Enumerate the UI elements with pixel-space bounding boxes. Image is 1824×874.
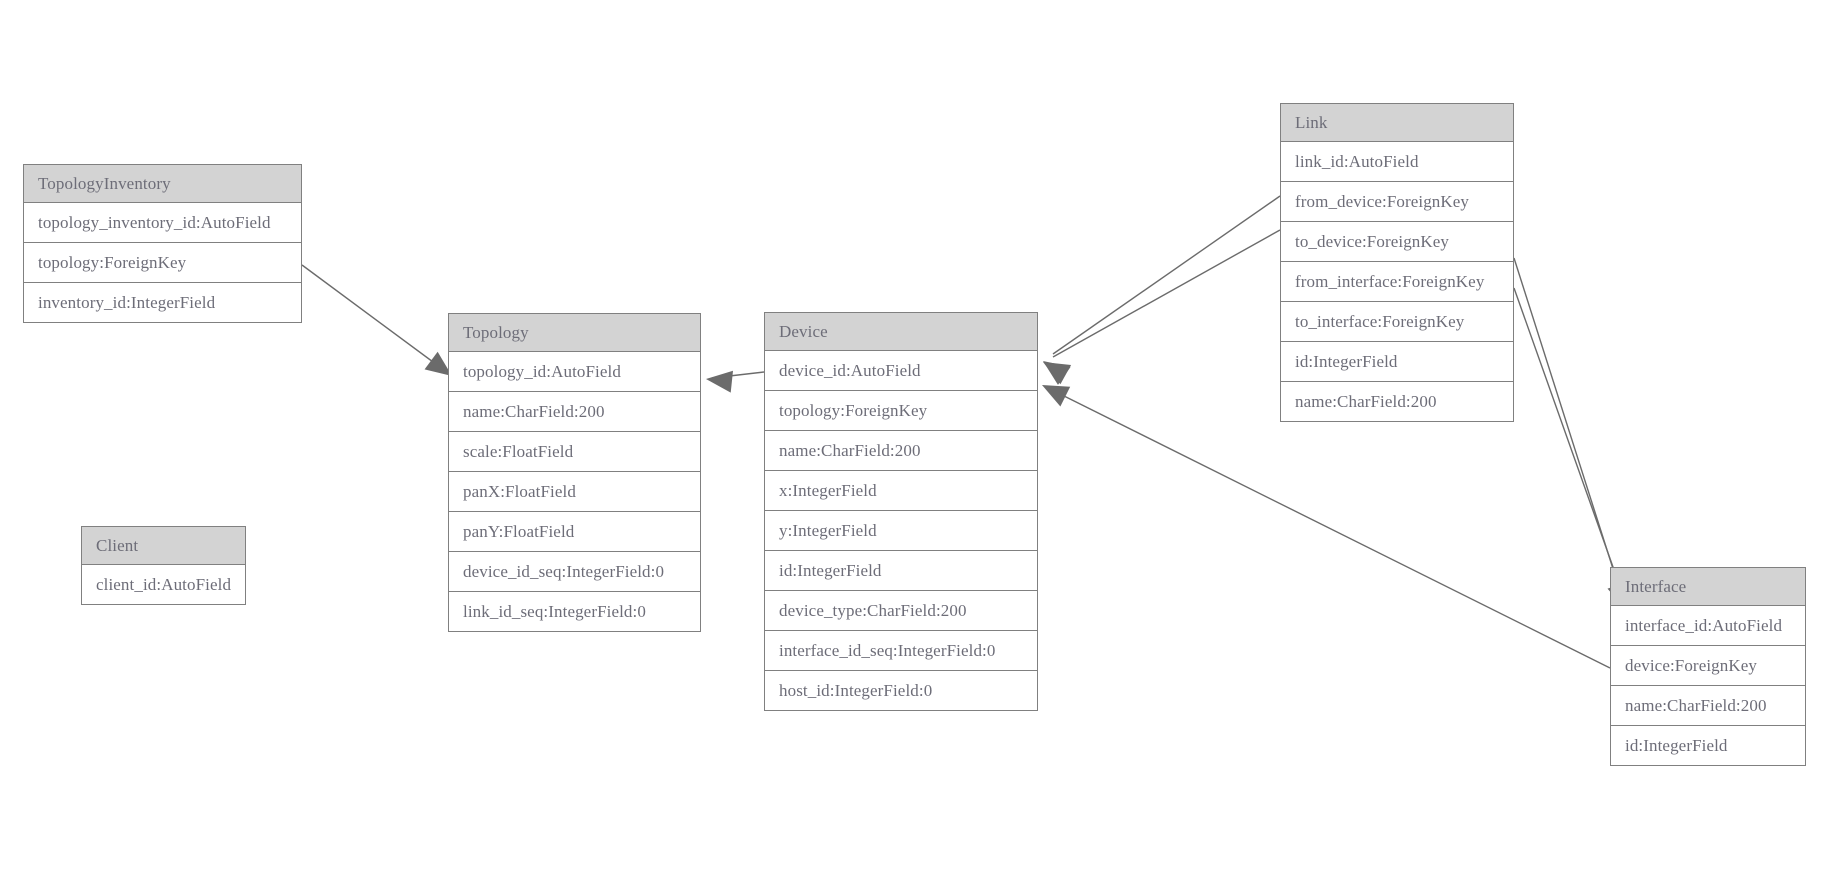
entity-field[interactable]: id:IntegerField xyxy=(1281,342,1513,382)
relationship-arrowhead xyxy=(1043,361,1071,385)
relationship-arrowhead xyxy=(1042,385,1071,407)
entity-field[interactable]: topology:ForeignKey xyxy=(765,391,1037,431)
entity-field[interactable]: host_id:IntegerField:0 xyxy=(765,671,1037,710)
relationship-line xyxy=(1052,229,1281,358)
entity-field[interactable]: name:CharField:200 xyxy=(765,431,1037,471)
entity-title-topology: Topology xyxy=(449,314,700,352)
relationship-link-from_device[interactable] xyxy=(1037,195,1281,385)
relationship-line xyxy=(711,371,765,379)
entity-field[interactable]: interface_id:AutoField xyxy=(1611,606,1805,646)
entity-title-link: Link xyxy=(1281,104,1513,142)
relationship-line xyxy=(301,264,453,377)
entity-field[interactable]: inventory_id:IntegerField xyxy=(24,283,301,322)
entity-title-interface: Interface xyxy=(1611,568,1805,606)
relationship-link-from_interface[interactable] xyxy=(1513,257,1636,613)
entity-field[interactable]: interface_id_seq:IntegerField:0 xyxy=(765,631,1037,671)
relationship-device-topology[interactable] xyxy=(705,368,765,393)
entity-field[interactable]: to_device:ForeignKey xyxy=(1281,222,1513,262)
entity-field[interactable]: client_id:AutoField xyxy=(82,565,245,604)
entity-field[interactable]: name:CharField:200 xyxy=(1281,382,1513,421)
relationship-topologyinventory-topology[interactable] xyxy=(301,264,459,385)
entity-field[interactable]: topology:ForeignKey xyxy=(24,243,301,283)
entity-title-topology_inventory: TopologyInventory xyxy=(24,165,301,203)
entity-field[interactable]: id:IntegerField xyxy=(1611,726,1805,765)
entity-field[interactable]: link_id:AutoField xyxy=(1281,142,1513,182)
relationship-line xyxy=(1051,389,1611,669)
entity-field[interactable]: x:IntegerField xyxy=(765,471,1037,511)
entity-field[interactable]: topology_id:AutoField xyxy=(449,352,700,392)
entity-field[interactable]: name:CharField:200 xyxy=(1611,686,1805,726)
entity-field[interactable]: panY:FloatField xyxy=(449,512,700,552)
relationship-arrowhead xyxy=(1043,362,1072,385)
relationship-line xyxy=(1513,257,1623,598)
relationship-line xyxy=(1513,287,1625,599)
entity-field[interactable]: device:ForeignKey xyxy=(1611,646,1805,686)
entity-field[interactable]: to_interface:ForeignKey xyxy=(1281,302,1513,342)
relationship-line xyxy=(1052,195,1281,355)
entity-title-device: Device xyxy=(765,313,1037,351)
entity-field[interactable]: panX:FloatField xyxy=(449,472,700,512)
relationship-link-to_interface[interactable] xyxy=(1513,287,1638,614)
entity-field[interactable]: y:IntegerField xyxy=(765,511,1037,551)
entity-field[interactable]: name:CharField:200 xyxy=(449,392,700,432)
relationship-arrowhead xyxy=(706,370,734,393)
entity-field[interactable]: device_id:AutoField xyxy=(765,351,1037,391)
entity-field[interactable]: id:IntegerField xyxy=(765,551,1037,591)
entity-title-client: Client xyxy=(82,527,245,565)
entity-field[interactable]: from_device:ForeignKey xyxy=(1281,182,1513,222)
entity-field[interactable]: from_interface:ForeignKey xyxy=(1281,262,1513,302)
entity-field[interactable]: link_id_seq:IntegerField:0 xyxy=(449,592,700,631)
entity-field[interactable]: device_id_seq:IntegerField:0 xyxy=(449,552,700,592)
entity-field[interactable]: scale:FloatField xyxy=(449,432,700,472)
relationship-link-to_device[interactable] xyxy=(1038,229,1281,385)
entity-field[interactable]: topology_inventory_id:AutoField xyxy=(24,203,301,243)
entity-field[interactable]: device_type:CharField:200 xyxy=(765,591,1037,631)
